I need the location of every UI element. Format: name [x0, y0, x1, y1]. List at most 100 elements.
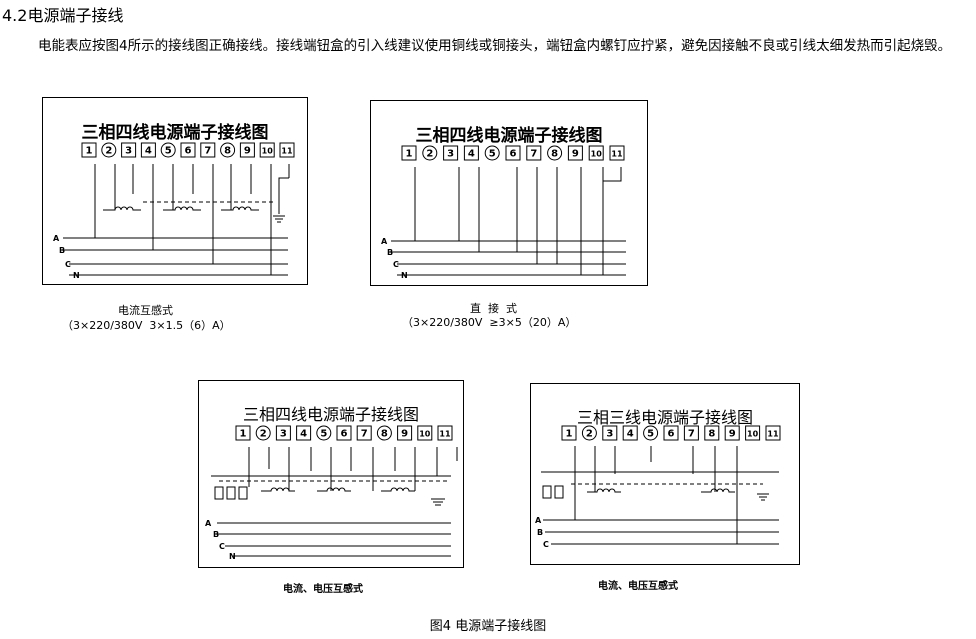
diagram-title: 三相三线电源端子接线图 — [576, 408, 753, 427]
terminal-number: 9 — [572, 149, 579, 160]
terminal: 11 — [609, 145, 625, 161]
diagram-caption-rating: （3×220/380V ≥3×5（20）A） — [402, 316, 577, 329]
diagram-title: 三相四线电源端子接线图 — [81, 123, 269, 143]
phase-label: A — [53, 234, 60, 243]
phase-label: B — [387, 248, 393, 257]
terminal: 3 — [602, 425, 618, 441]
terminal: 3 — [275, 425, 291, 441]
terminal: 9 — [239, 142, 255, 158]
phase-label: B — [537, 528, 543, 537]
terminal: 3 — [443, 145, 459, 161]
diagram-caption-type: 电流、电压互感式 — [598, 581, 678, 592]
terminal-number: 5 — [165, 146, 172, 157]
terminal-number: 3 — [447, 149, 454, 160]
diagram-caption-type: 电流、电压互感式 — [283, 584, 363, 595]
terminal: 4 — [622, 425, 638, 441]
terminal: 6 — [336, 425, 352, 441]
terminal: 8 — [376, 425, 392, 441]
terminal-number: 2 — [586, 429, 593, 440]
diagram-caption-rating: （3×220/380V 3×1.5（6）A） — [62, 319, 231, 332]
terminal: 5 — [160, 142, 176, 158]
terminal-number: 1 — [240, 429, 247, 440]
terminal-number: 6 — [668, 429, 675, 440]
terminal-number: 4 — [468, 149, 475, 160]
terminal-number: 6 — [510, 149, 517, 160]
terminal-number: 3 — [280, 429, 287, 440]
terminal-number: 6 — [185, 146, 192, 157]
terminal-number: 7 — [530, 149, 537, 160]
terminal-number: 1 — [406, 149, 413, 160]
terminal: 11 — [765, 425, 781, 441]
terminal: 10 — [417, 425, 433, 441]
phase-label: C — [543, 540, 549, 549]
terminal-number: 3 — [125, 146, 132, 157]
section-heading: 4.2电源端子接线 — [2, 6, 124, 25]
terminal-number: 4 — [145, 146, 152, 157]
terminal: 7 — [526, 145, 542, 161]
terminal: 2 — [422, 145, 438, 161]
terminal-number: 5 — [489, 149, 496, 160]
phase-label: N — [73, 271, 80, 280]
terminal-number: 10 — [747, 430, 759, 439]
terminal-number: 2 — [426, 149, 433, 160]
terminal: 9 — [567, 145, 583, 161]
terminal: 9 — [397, 425, 413, 441]
terminal: 11 — [437, 425, 453, 441]
terminal-number: 10 — [591, 150, 603, 159]
terminal-number: 8 — [551, 149, 558, 160]
terminal: 8 — [704, 425, 720, 441]
terminal-number: 9 — [244, 146, 251, 157]
figure-caption: 图4 电源端子接线图 — [429, 619, 547, 634]
terminal: 2 — [101, 142, 117, 158]
terminal: 7 — [200, 142, 216, 158]
terminal: 6 — [663, 425, 679, 441]
terminal: 1 — [235, 425, 251, 441]
terminal: 10 — [745, 425, 761, 441]
terminal: 5 — [484, 145, 500, 161]
terminal-number: 8 — [224, 146, 231, 157]
phase-label: B — [59, 246, 65, 255]
terminal: 7 — [356, 425, 372, 441]
terminal-number: 7 — [361, 429, 368, 440]
terminal-number: 11 — [611, 150, 623, 159]
terminal-number: 1 — [566, 429, 573, 440]
terminal-number: 5 — [320, 429, 327, 440]
terminal: 11 — [279, 142, 295, 158]
phase-label: N — [229, 552, 236, 561]
terminal-number: 2 — [260, 429, 267, 440]
phase-label: C — [219, 542, 225, 551]
terminal: 8 — [547, 145, 563, 161]
terminal: 3 — [121, 142, 137, 158]
diagram-caption-type: 直 接 式 — [470, 302, 517, 315]
phase-label: N — [401, 271, 408, 280]
terminal-number: 5 — [647, 429, 654, 440]
terminal: 4 — [296, 425, 312, 441]
terminal: 8 — [220, 142, 236, 158]
terminal-number: 11 — [767, 430, 779, 439]
terminal: 9 — [724, 425, 740, 441]
phase-label: B — [213, 530, 219, 539]
terminal: 7 — [683, 425, 699, 441]
terminal-number: 8 — [381, 429, 388, 440]
terminal-number: 9 — [401, 429, 408, 440]
terminal: 6 — [505, 145, 521, 161]
terminal: 5 — [643, 425, 659, 441]
terminal-number: 10 — [419, 430, 431, 439]
diagram-title: 三相四线电源端子接线图 — [242, 405, 419, 424]
terminal-number: 3 — [606, 429, 613, 440]
terminal-number: 9 — [729, 429, 736, 440]
terminal-number: 7 — [204, 146, 211, 157]
terminal: 10 — [588, 145, 604, 161]
terminal: 6 — [180, 142, 196, 158]
terminal-number: 2 — [105, 146, 112, 157]
diagram-caption-type: 电流互感式 — [118, 304, 173, 317]
terminal: 4 — [463, 145, 479, 161]
terminal-number: 4 — [627, 429, 634, 440]
